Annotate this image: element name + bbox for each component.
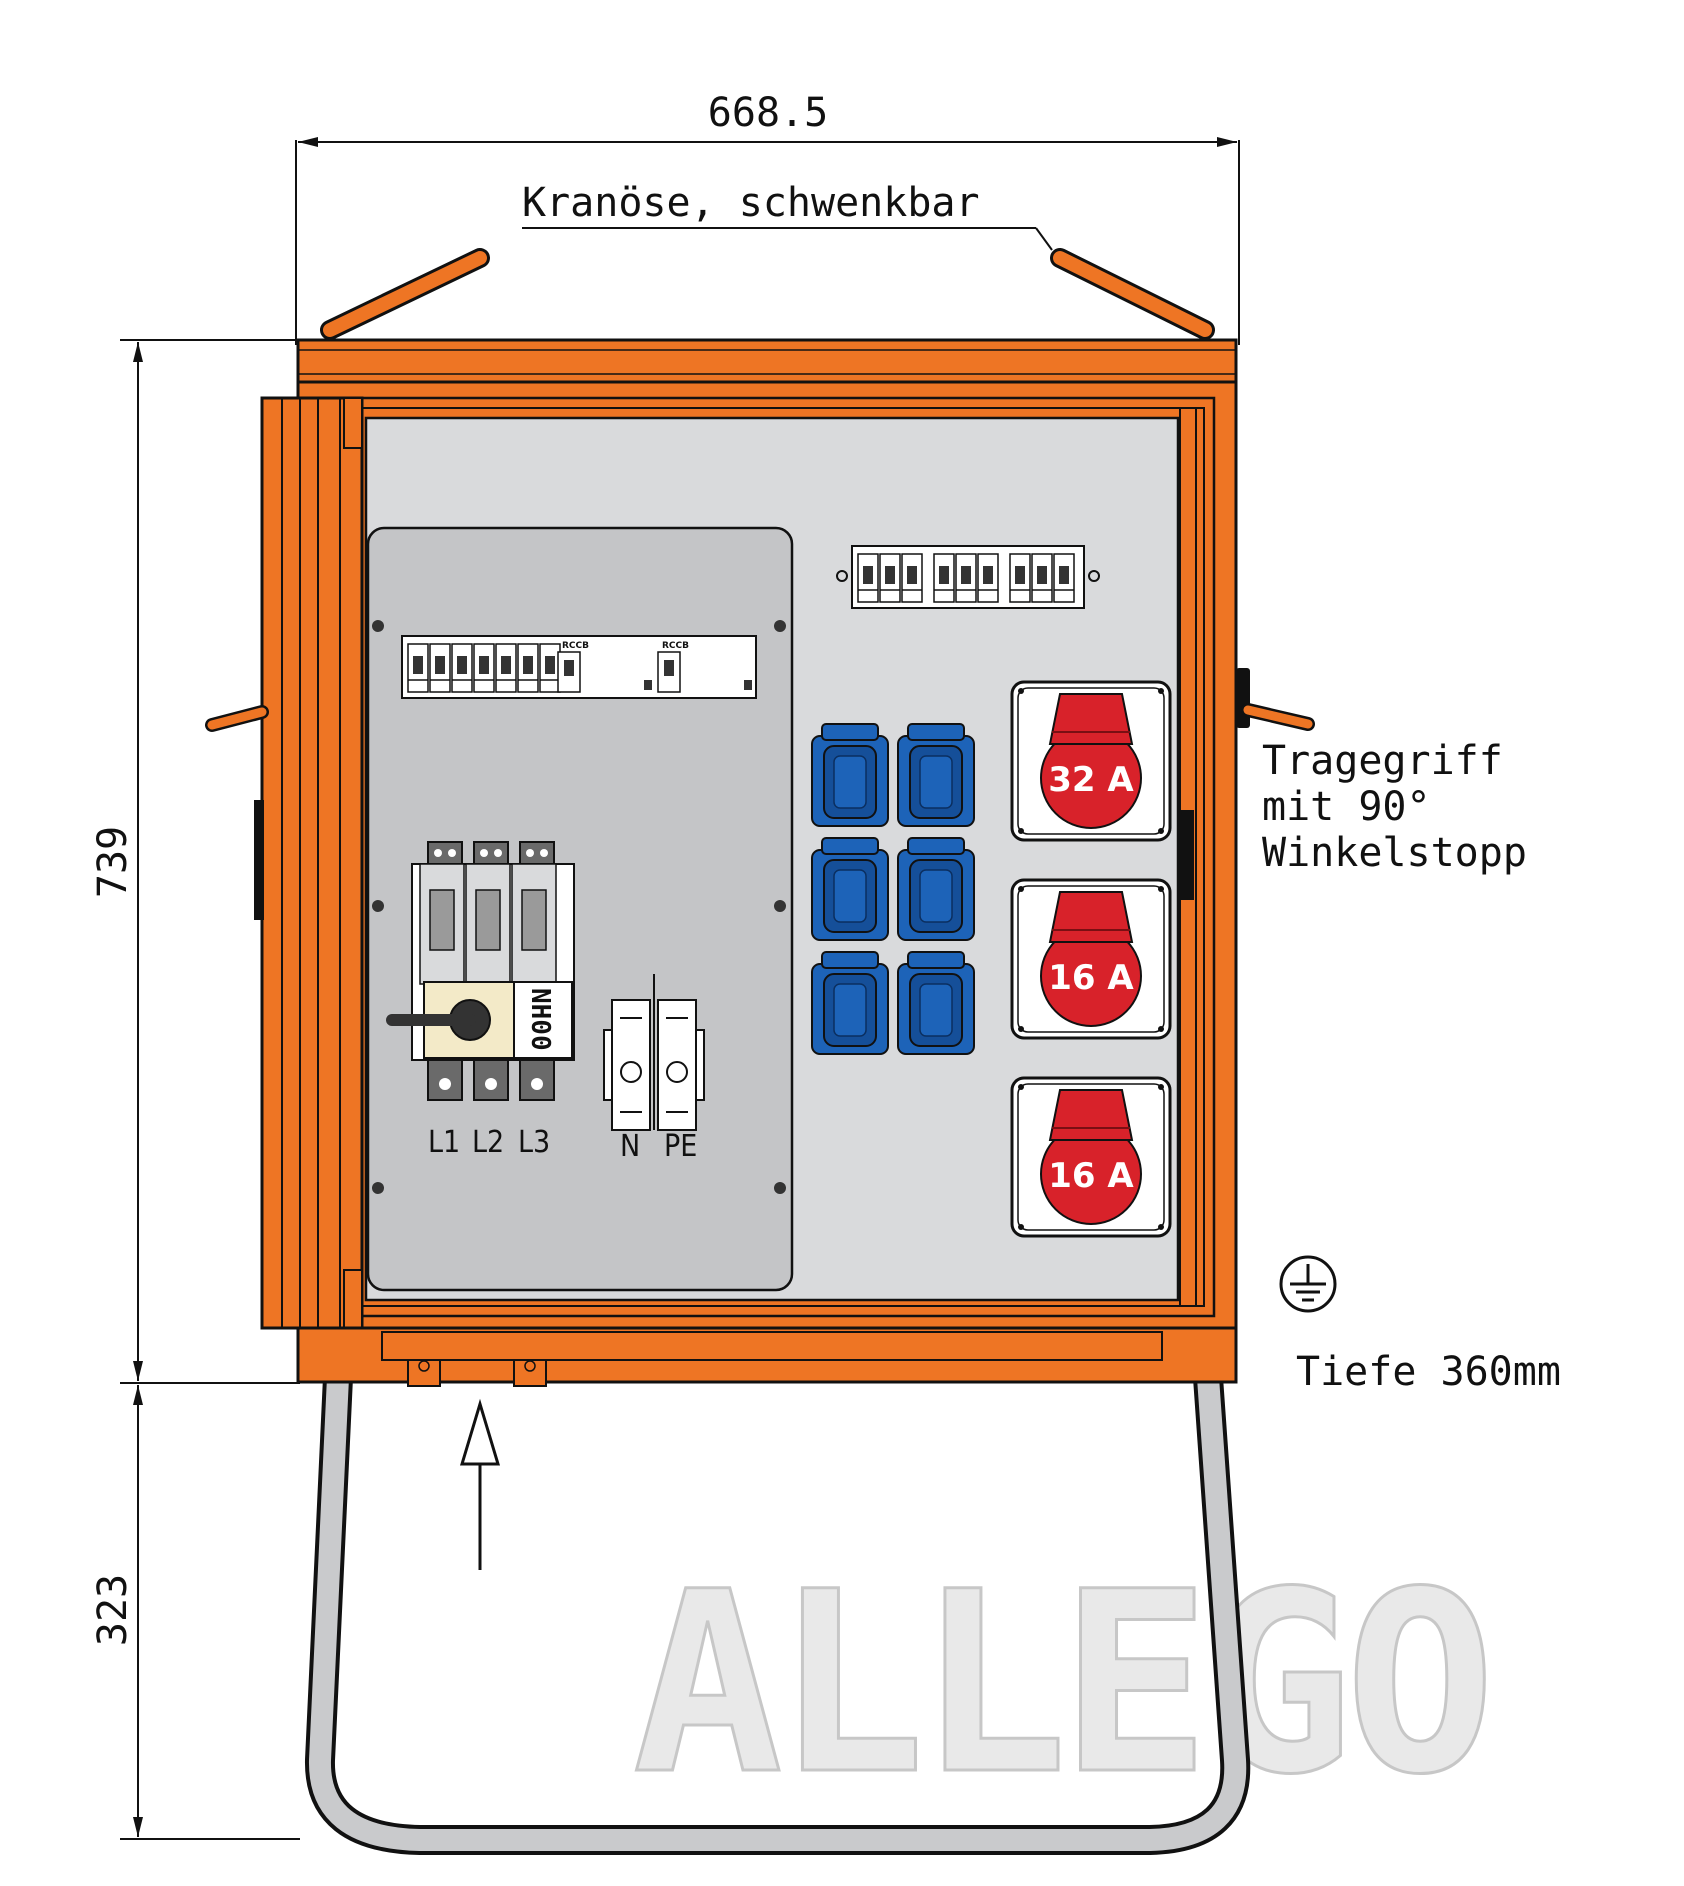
watermark-text: ALLEGO (632, 1538, 1487, 1829)
mcb-module[interactable] (517, 643, 539, 693)
side-handle-left (205, 705, 269, 732)
mcb-module[interactable] (539, 643, 561, 693)
mcb-module[interactable] (879, 553, 901, 603)
rccb-label-1: RCCB (562, 641, 589, 651)
mcb-module[interactable] (495, 643, 517, 693)
mcb-module[interactable] (473, 643, 495, 693)
mcb-module[interactable] (933, 553, 955, 603)
mcb-module[interactable] (955, 553, 977, 603)
mcb-module[interactable] (451, 643, 473, 693)
dimension-height-stand: 323 (90, 1385, 300, 1840)
dimension-height-stand-label: 323 (90, 1574, 136, 1646)
cee-socket-1[interactable]: 32 A (1010, 680, 1172, 842)
cee-socket-3[interactable]: 16 A (1010, 1076, 1172, 1238)
schuko-socket[interactable] (897, 837, 975, 941)
stand-frame (305, 1333, 1251, 1855)
insert-arrow-icon (459, 1398, 501, 1570)
phase-label-l2: L2 (472, 1125, 504, 1160)
n-pe-terminals: N PE (603, 974, 705, 1164)
dimension-height-cabinet-label: 739 (90, 826, 136, 898)
mcb-module[interactable] (901, 553, 923, 603)
cee-rating-label: 16 A (1048, 958, 1134, 998)
cee-socket-2[interactable]: 16 A (1010, 878, 1172, 1040)
handle-annotation: Tragegriff mit 90° Winkelstopp (1262, 738, 1527, 876)
schuko-socket[interactable] (811, 951, 889, 1055)
rccb-label-2: RCCB (662, 641, 689, 651)
neutral-label: N (620, 1129, 640, 1164)
main-switch-disconnector: NH00 L1 L2 L3 (386, 841, 575, 1160)
mcb-module[interactable] (1053, 553, 1075, 603)
rccb-module-2[interactable] (657, 651, 752, 693)
side-handle-right[interactable] (1180, 668, 1315, 900)
crane-eye-annotation: Kranöse, schwenkbar (522, 180, 1053, 251)
handle-label-line1: Tragegriff (1262, 738, 1503, 784)
mcb-module[interactable] (407, 643, 429, 693)
dimension-width: 668.5 (295, 90, 1240, 345)
schuko-sockets (811, 723, 975, 1055)
mcb-module[interactable] (429, 643, 451, 693)
dimension-height-cabinet: 739 (90, 339, 300, 1384)
ground-symbol-icon (1279, 1255, 1337, 1313)
switch-type-label: NH00 (525, 988, 555, 1051)
depth-label: Tiefe 360mm (1296, 1349, 1561, 1395)
mcb-module[interactable] (857, 553, 879, 603)
cee-rating-label: 16 A (1048, 1156, 1134, 1196)
dimension-width-label: 668.5 (708, 90, 828, 136)
schuko-socket[interactable] (897, 951, 975, 1055)
mcb-module[interactable] (1009, 553, 1031, 603)
breaker-row: RCCB RCCB (401, 635, 757, 699)
mcb-module[interactable] (977, 553, 999, 603)
watermark-logo: ALLEGO (631, 1537, 1497, 1831)
pe-label: PE (664, 1129, 697, 1164)
schuko-socket[interactable] (811, 837, 889, 941)
socket-breaker-strip (836, 545, 1100, 609)
schuko-socket[interactable] (897, 723, 975, 827)
crane-eye-label: Kranöse, schwenkbar (522, 180, 980, 226)
schuko-socket[interactable] (811, 723, 889, 827)
phase-label-l1: L1 (428, 1125, 460, 1160)
handle-label-line2: mit 90° (1262, 784, 1431, 830)
phase-label-l3: L3 (518, 1125, 550, 1160)
cee-sockets: 32 A 16 A 16 A (1010, 680, 1172, 1238)
handle-label-line3: Winkelstopp (1262, 830, 1527, 876)
mcb-module[interactable] (1031, 553, 1053, 603)
cee-rating-label: 32 A (1048, 760, 1134, 800)
crane-eye-icon (320, 248, 1215, 340)
rccb-module-1[interactable] (557, 651, 652, 693)
rotary-handle[interactable] (386, 1014, 476, 1026)
